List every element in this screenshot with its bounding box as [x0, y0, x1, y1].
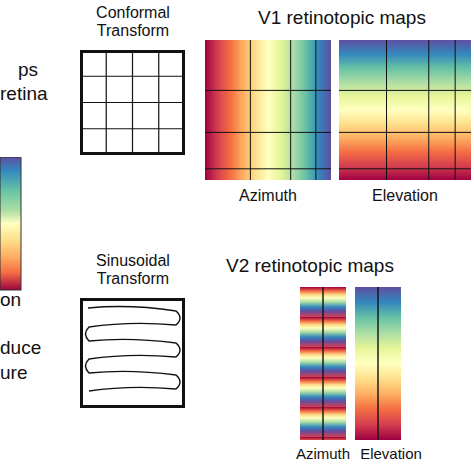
sine-shape	[80, 298, 185, 408]
node-label: Conformal Transform	[68, 4, 198, 41]
sinusoidal-transform: Sinusoidal Transform	[68, 252, 198, 412]
v1az-shape	[205, 40, 331, 180]
cropped-text: duce	[0, 338, 41, 359]
grid-line	[315, 40, 316, 180]
cropped-text: ps	[18, 60, 38, 81]
grid-line	[339, 168, 471, 169]
grid-line	[205, 168, 331, 169]
section-title: V1 retinotopic maps	[258, 8, 426, 29]
grid-line	[290, 40, 291, 180]
shape-outline	[80, 298, 185, 408]
grid-line	[377, 287, 378, 440]
box-border	[82, 300, 184, 407]
grid-line	[428, 40, 429, 180]
v2-elevation-map: Elevation	[348, 287, 434, 467]
grid-line	[80, 76, 185, 77]
v1-elevation-map: Elevation	[339, 40, 471, 212]
shape-outline	[339, 40, 471, 180]
grid-line	[205, 90, 331, 91]
grid-line	[80, 102, 185, 103]
grid-line	[322, 287, 323, 440]
shape-outline	[80, 50, 185, 155]
grid-line	[386, 40, 387, 180]
v2el-shape	[355, 287, 401, 440]
grid-line	[80, 128, 185, 129]
node-label: Azimuth	[288, 445, 358, 462]
v2-azimuth-map: Azimuth	[288, 287, 358, 467]
grid-line	[455, 40, 456, 180]
color-bar	[0, 157, 22, 291]
shape-outline	[355, 287, 401, 440]
cropped-text: ure	[0, 363, 27, 384]
v1el-shape	[339, 40, 471, 180]
sinusoid-line	[86, 307, 181, 391]
section-title: V2 retinotopic maps	[226, 256, 394, 277]
grid-line	[250, 40, 251, 180]
box-border	[82, 52, 184, 154]
node-label: Sinusoidal Transform	[68, 252, 198, 289]
conformal-transform: Conformal Transform	[68, 4, 198, 159]
shape-outline	[205, 40, 331, 180]
v1-azimuth-map: Azimuth	[205, 40, 331, 212]
grid-line	[339, 90, 471, 91]
shape-outline	[300, 287, 346, 440]
v2az-shape	[300, 287, 346, 440]
grid-shape	[80, 50, 185, 155]
grid-line	[205, 132, 331, 133]
grid-line	[339, 132, 471, 133]
node-label: Elevation	[348, 445, 434, 462]
cropped-text: on	[0, 290, 21, 311]
cropped-text: retina	[0, 84, 48, 105]
node-label: Azimuth	[205, 187, 331, 205]
node-label: Elevation	[339, 187, 471, 205]
